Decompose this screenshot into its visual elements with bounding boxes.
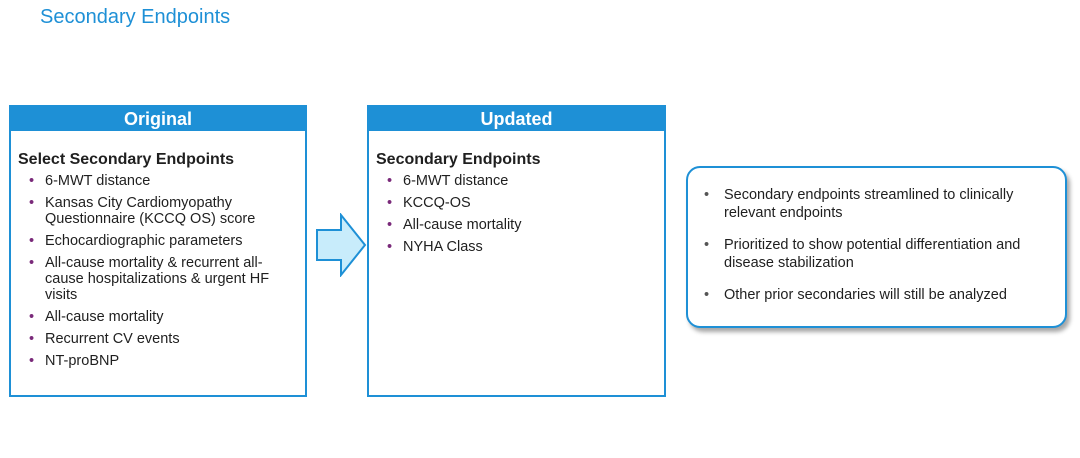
bullet-icon: • (704, 237, 710, 253)
list-item-text: Echocardiographic parameters (45, 233, 243, 249)
list-item: • Kansas City Cardiomyopathy Questionnair… (27, 195, 295, 227)
list-item-text: Recurrent CV events (45, 331, 180, 347)
list-item: • Echocardiographic parameters (27, 233, 295, 249)
bullet-icon: • (29, 195, 35, 211)
bullet-icon: • (704, 187, 710, 203)
list-item-text: NYHA Class (403, 239, 483, 255)
bullet-icon: • (387, 195, 393, 211)
summary-callout: • Secondary endpoints streamlined to clin… (686, 166, 1067, 328)
updated-panel-subtitle: Secondary Endpoints (376, 151, 541, 168)
updated-panel-header: Updated (369, 107, 664, 131)
original-panel: Original Select Secondary Endpoints • 6-M… (9, 105, 307, 397)
list-item: • All-cause mortality (385, 217, 654, 233)
list-item: • Other prior secondaries will still be a… (702, 286, 1047, 304)
list-item: • Prioritized to show potential different… (702, 236, 1047, 272)
bullet-icon: • (29, 309, 35, 325)
bullet-icon: • (387, 173, 393, 189)
list-item-text: KCCQ-OS (403, 195, 471, 211)
list-item-text: All-cause mortality & recurrent all-caus… (45, 255, 270, 303)
list-item-text: NT-proBNP (45, 353, 120, 369)
list-item-text: Prioritized to show potential differenti… (724, 237, 1021, 271)
slide-title: Secondary Endpoints (40, 6, 231, 28)
list-item: • Secondary endpoints streamlined to clin… (702, 186, 1047, 222)
list-item: • 6-MWT distance (385, 173, 654, 189)
bullet-icon: • (387, 217, 393, 233)
bullet-icon: • (29, 233, 35, 249)
bullet-icon: • (29, 255, 35, 271)
list-item: • NYHA Class (385, 239, 654, 255)
list-item: • Recurrent CV events (27, 331, 295, 347)
list-item-text: All-cause mortality (403, 217, 522, 233)
bullet-icon: • (29, 353, 35, 369)
original-panel-subtitle: Select Secondary Endpoints (18, 151, 235, 168)
bullet-icon: • (387, 239, 393, 255)
list-item-text: Secondary endpoints streamlined to clini… (724, 187, 1014, 221)
bullet-icon: • (704, 287, 710, 303)
list-item: • All-cause mortality (27, 309, 295, 325)
list-item: • 6-MWT distance (27, 173, 295, 189)
callout-list: • Secondary endpoints streamlined to clin… (702, 186, 1047, 304)
list-item-text: All-cause mortality (45, 309, 164, 325)
updated-endpoint-list: • 6-MWT distance • KCCQ-OS • All-cause mort… (369, 173, 664, 255)
bullet-icon: • (29, 173, 35, 189)
right-arrow-icon (316, 213, 367, 277)
list-item: • KCCQ-OS (385, 195, 654, 211)
bullet-icon: • (29, 331, 35, 347)
list-item: • NT-proBNP (27, 353, 295, 369)
list-item: • All-cause mortality & recurrent all-cau… (27, 255, 295, 303)
original-endpoint-list: • 6-MWT distance • Kansas City Cardiomyopa… (11, 173, 305, 369)
list-item-text: 6-MWT distance (403, 173, 509, 189)
updated-panel: Updated Secondary Endpoints • 6-MWT dista… (367, 105, 666, 397)
original-panel-header: Original (11, 107, 305, 131)
list-item-text: 6-MWT distance (45, 173, 151, 189)
list-item-text: Other prior secondaries will still be an… (724, 287, 1007, 303)
list-item-text: Kansas City Cardiomyopathy Questionnaire… (45, 195, 256, 227)
